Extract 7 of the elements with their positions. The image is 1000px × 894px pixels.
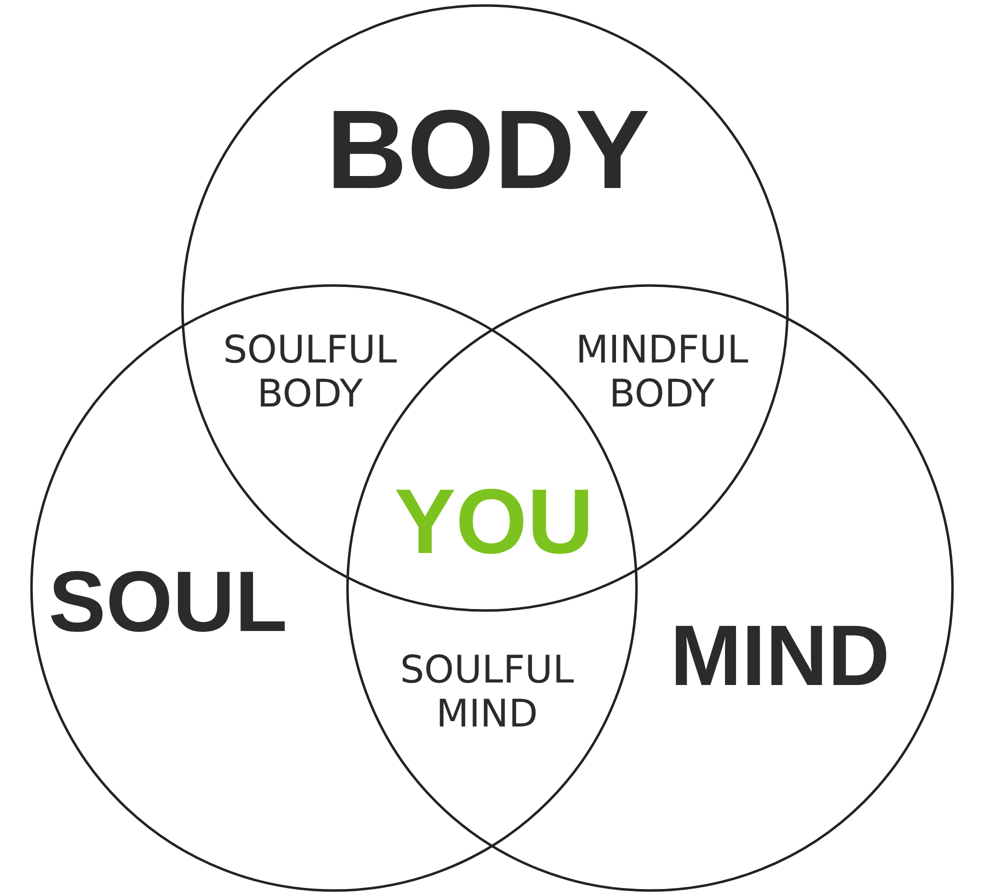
set-label: SOUL — [48, 559, 288, 645]
center-label: YOU — [393, 476, 595, 568]
intersection-label: SOULFUL MIND — [399, 648, 575, 736]
intersection-label: SOULFUL BODY — [222, 328, 398, 416]
set-label: MIND — [670, 613, 890, 699]
set-label: BODY — [326, 94, 650, 206]
intersection-label: MINDFUL BODY — [574, 328, 750, 416]
